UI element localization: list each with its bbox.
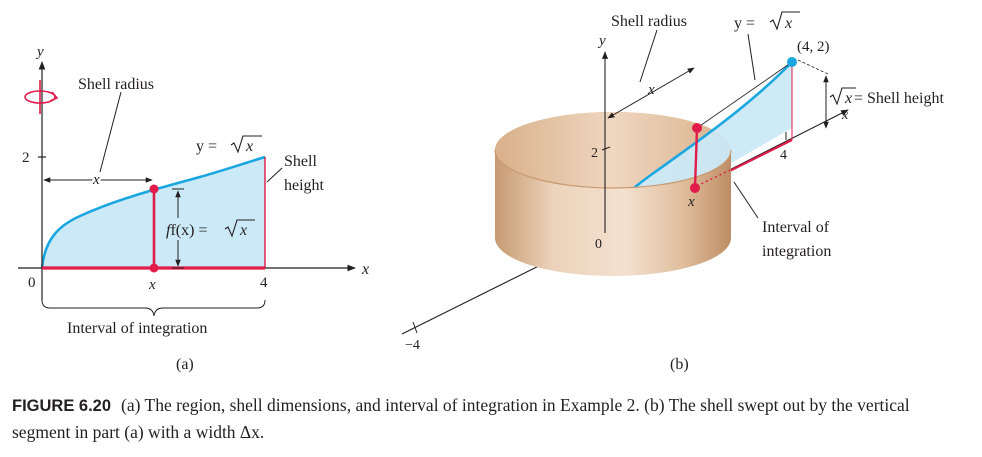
shell-height-leader-a — [266, 167, 283, 183]
shell-height-label-line1-a: Shell — [284, 153, 317, 170]
interval-leader-b — [733, 181, 759, 219]
figure-caption-label: FIGURE 6.20 — [12, 397, 112, 415]
y-axis-label-b: y — [597, 33, 606, 49]
shell-rim-b — [494, 149, 732, 189]
curve-label-rad-a: x — [245, 138, 253, 155]
rotation-arrow-icon — [24, 80, 59, 114]
interval-label-a: Interval of integration — [67, 320, 207, 337]
fx-label-a: ff(x) = x — [164, 218, 255, 240]
radical-sign-icon — [769, 11, 800, 31]
curve-a — [40, 155, 266, 269]
interval-brace-a — [41, 299, 266, 317]
shell-front-b — [495, 150, 731, 276]
panel-a: y x 2 0 4 x Shell radius x y = x ff(x) =… — [18, 44, 369, 373]
x-marker-label-b: x — [687, 194, 695, 210]
fx-lhs-text: f(x) = — [170, 222, 207, 239]
interval-label-line1-b: Interval of — [762, 219, 830, 236]
shell-height-label-line2-a: height — [284, 177, 325, 194]
tick-2-b — [601, 146, 611, 151]
figure-canvas: y x 2 0 4 x Shell radius x y = x ff(x) =… — [18, 11, 944, 373]
shell-radius-label-a: Shell radius — [78, 76, 154, 93]
fx-label-lhs-a: ff(x) = — [166, 222, 207, 239]
endpoint-4-2-b — [787, 57, 797, 67]
curve-label-lhs-a: y = — [196, 138, 217, 155]
radius-var-a: x — [92, 172, 100, 188]
curve-label-b: y = x — [734, 11, 800, 32]
figure-caption: FIGURE 6.20(a) The region, shell dimensi… — [12, 392, 972, 445]
radius-leader-a — [99, 91, 122, 173]
tick-label-4-b: 4 — [780, 148, 787, 163]
segment-top-point-b — [692, 123, 702, 133]
segment-top-point-a — [149, 184, 159, 194]
height-label-b: x = Shell height — [829, 87, 944, 107]
segment-bottom-point-a — [149, 263, 159, 273]
radical-sign-icon — [829, 87, 856, 106]
x-axis-label-b: x — [841, 108, 849, 123]
curve-label-a: y = x — [196, 135, 262, 155]
curve-label-rad-b: x — [784, 15, 792, 32]
height-dash-top-b — [797, 59, 829, 75]
region-top-edge-b — [696, 61, 793, 129]
sublabel-b: (b) — [670, 356, 689, 373]
x-marker-label-a: x — [148, 277, 156, 293]
height-rhs-b: = Shell height — [854, 90, 944, 107]
vertical-segment-b — [693, 127, 699, 189]
radical-sign-icon — [230, 135, 262, 154]
tick-label-4-a: 4 — [260, 275, 268, 291]
segment-bottom-point-b — [690, 183, 700, 193]
panel-b: Shell radius y = x y (4, 2) x x = Shell … — [401, 11, 944, 373]
x-axis-label-a: x — [361, 261, 369, 278]
height-rad-b: x — [844, 90, 852, 107]
tick-label-2-a: 2 — [22, 150, 30, 166]
point-label-b: (4, 2) — [797, 39, 830, 55]
radius-arrow-b — [607, 67, 695, 119]
origin-label-b: 0 — [595, 237, 602, 252]
curve-leader-b — [747, 33, 756, 81]
origin-label-a: 0 — [28, 275, 36, 291]
radical-sign-icon — [224, 219, 255, 238]
curve-label-lhs-b: y = — [734, 15, 755, 32]
neg-tick-label-b: −4 — [405, 338, 420, 353]
fx-label-rad-a: x — [239, 222, 247, 239]
segment-dotted-b — [696, 169, 731, 187]
tick-label-2-b: 2 — [591, 146, 598, 161]
radius-var-b: x — [647, 82, 655, 98]
sublabel-a: (a) — [176, 356, 194, 373]
neg-tick-b — [412, 321, 418, 334]
shell-radius-label-b: Shell radius — [611, 13, 687, 30]
figure-caption-text: (a) The region, shell dimensions, and in… — [12, 395, 910, 442]
radius-leader-b — [639, 29, 658, 83]
y-axis-label-a: y — [35, 44, 44, 60]
interval-label-line2-b: integration — [762, 243, 831, 260]
